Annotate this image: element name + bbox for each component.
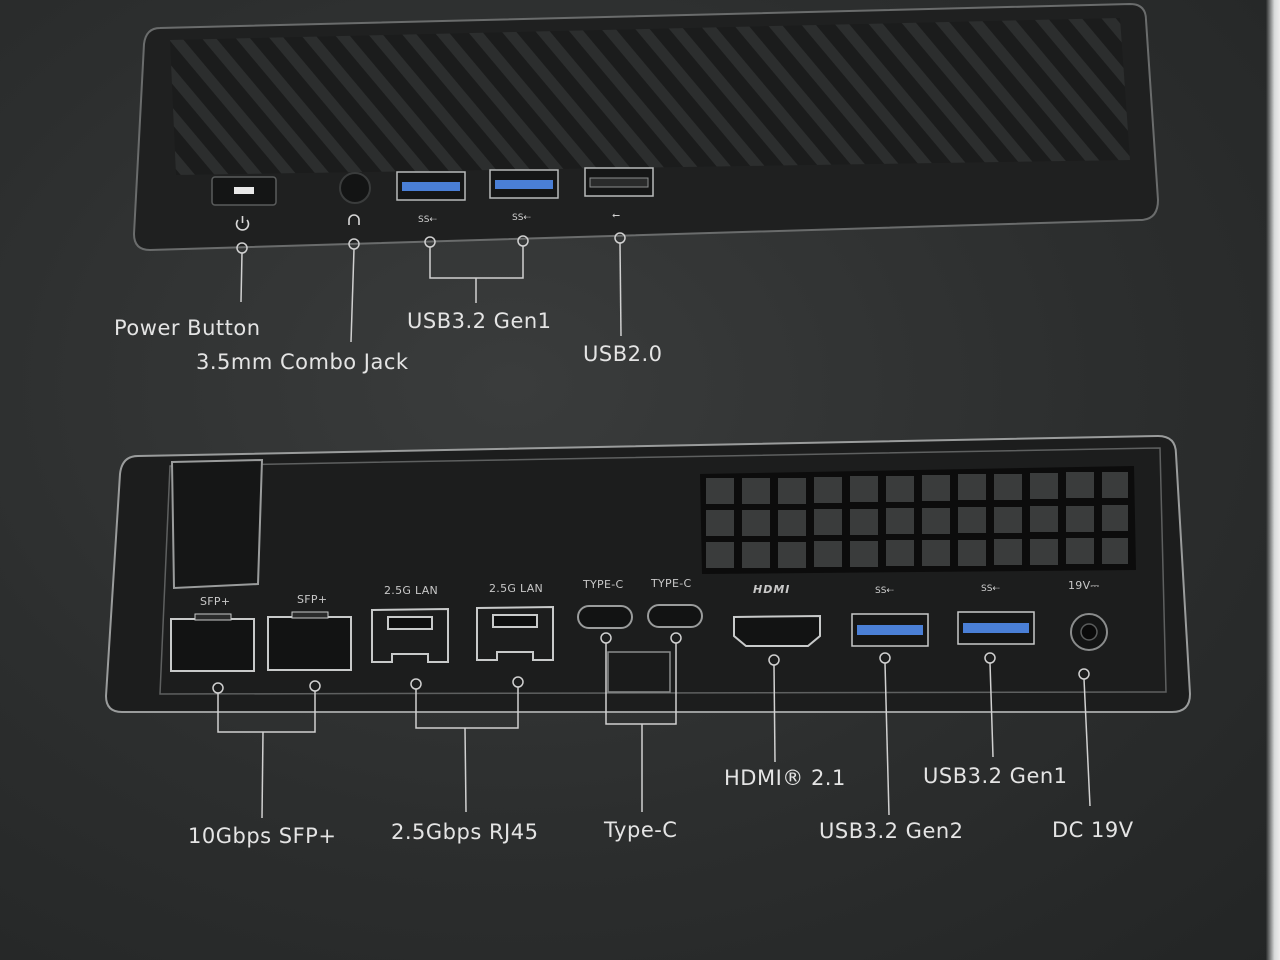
- label-typec-1: TYPE-C: [583, 578, 624, 591]
- callout-front-usb2: USB2.0: [583, 342, 663, 366]
- superspeed-icon: SS⇠: [875, 586, 894, 596]
- superspeed-icon: SS⇠: [512, 213, 531, 223]
- label-lan-2: 2.5G LAN: [489, 582, 544, 595]
- usb-icon: ⭠: [612, 210, 620, 221]
- rear-panel: SS⇠ SS⇠: [104, 434, 1192, 819]
- callout-rj45: 2.5Gbps RJ45: [391, 820, 539, 844]
- label-dc-19v: 19V⎓: [1068, 579, 1100, 592]
- callout-typec: Type-C: [604, 818, 678, 842]
- rj45-port-1: [371, 607, 449, 663]
- superspeed-icon: SS⇠: [981, 584, 1000, 594]
- sfp-port-2: [267, 611, 352, 671]
- callout-front-usb3-gen1: USB3.2 Gen1: [407, 309, 552, 333]
- label-typec-2: TYPE-C: [651, 577, 692, 590]
- label-sfp-2: SFP+: [297, 593, 328, 606]
- front-usb2-port: [584, 167, 654, 197]
- rear-usb3-gen2-port: [851, 613, 929, 647]
- headphone-icon: [348, 214, 360, 225]
- callout-power-button: Power Button: [114, 316, 261, 340]
- hdmi-port: [733, 614, 821, 647]
- callout-dc-19v: DC 19V: [1052, 818, 1134, 842]
- superspeed-icon: SS⇠: [418, 215, 437, 225]
- rj45-port-2: [476, 605, 554, 661]
- power-button: [211, 176, 277, 206]
- vent-grille: [706, 472, 1128, 568]
- dc-power-jack: [1070, 613, 1108, 651]
- audio-jack: [339, 172, 371, 204]
- callout-combo-jack: 3.5mm Combo Jack: [196, 350, 409, 374]
- front-leader-lines: [236, 232, 626, 343]
- typec-port-2: [647, 604, 703, 628]
- callout-hdmi: HDMI® 2.1: [724, 766, 846, 790]
- front-usb3-port-1: [396, 171, 466, 201]
- front-usb3-port-2: [489, 169, 559, 199]
- sfp-port-1: [170, 613, 255, 672]
- callout-sfp: 10Gbps SFP+: [188, 824, 337, 848]
- callout-rear-usb3-gen1: USB3.2 Gen1: [923, 764, 1068, 788]
- front-panel: SS⇠ SS⇠ ⭠: [132, 2, 1160, 343]
- rear-leader-lines: [212, 632, 1091, 819]
- label-sfp-1: SFP+: [200, 595, 231, 608]
- label-lan-1: 2.5G LAN: [384, 584, 439, 597]
- callout-usb3-gen2: USB3.2 Gen2: [819, 819, 964, 843]
- rear-usb3-gen1-port: [957, 611, 1035, 645]
- power-icon: [235, 216, 250, 231]
- hdmi-logo: HDMI: [753, 583, 791, 596]
- typec-port-1: [577, 605, 633, 629]
- page-edge: [1266, 0, 1280, 960]
